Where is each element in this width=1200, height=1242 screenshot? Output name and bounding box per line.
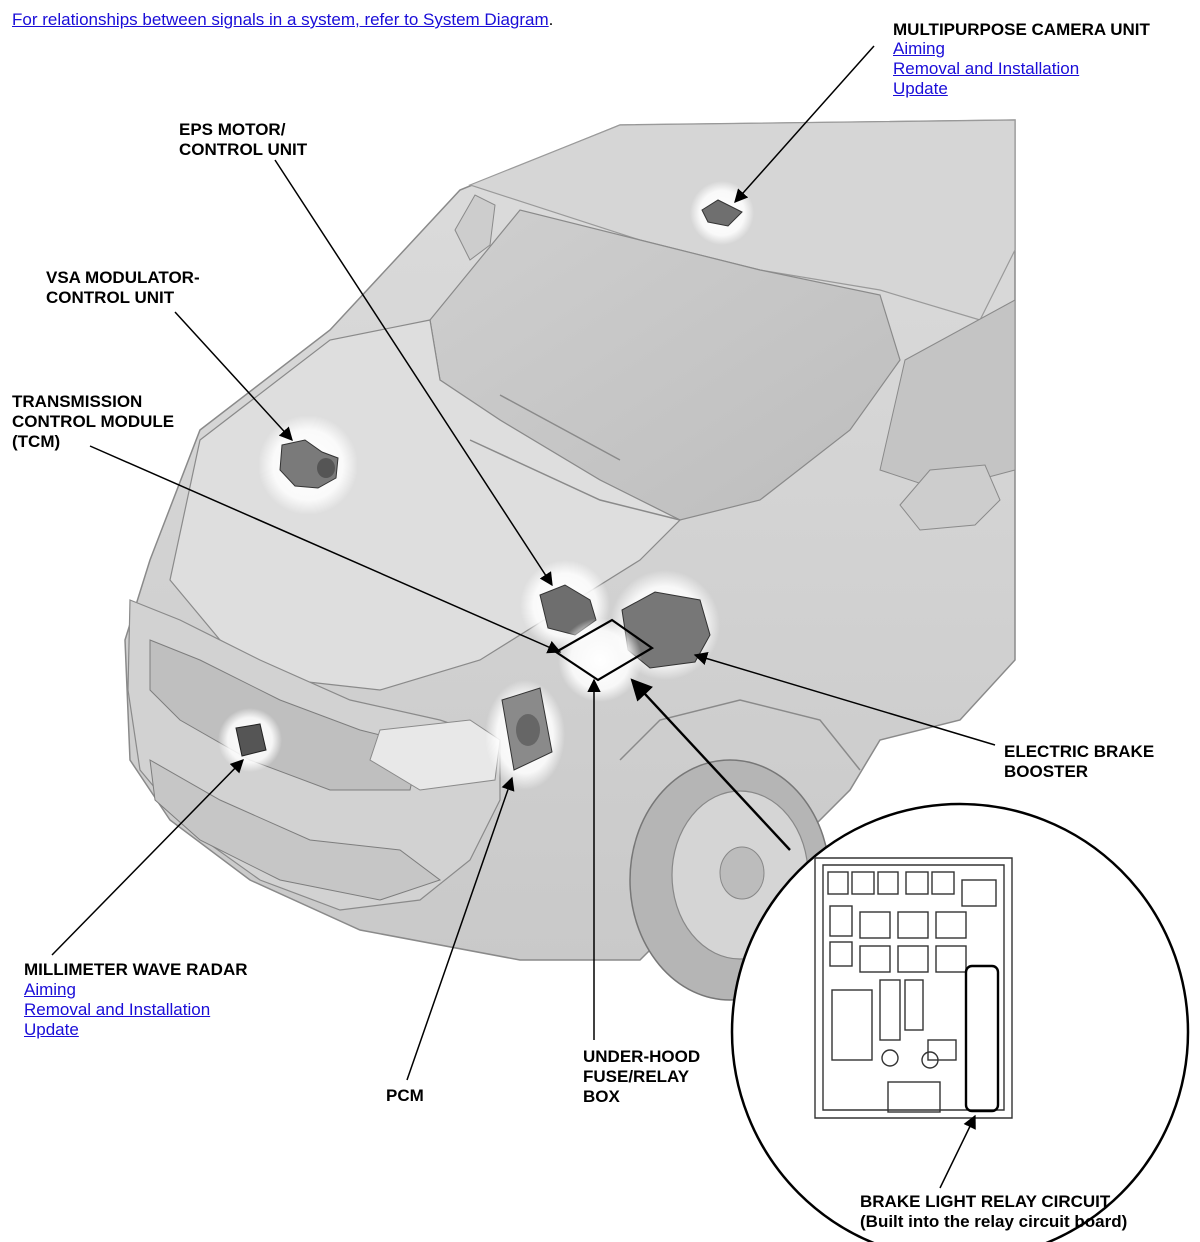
leader-inset [630,678,791,851]
radar-update-link[interactable]: Update [24,1020,79,1039]
leader-radar [51,759,244,956]
fuse-box-inset [730,802,1190,1242]
fuse-box-schematic [814,857,1013,1119]
brake-light-relay-label-line2: (Built into the relay circuit board) [860,1212,1128,1231]
eps-motor-label-line2: CONTROL UNIT [179,140,308,159]
vsa-modulator-label-line1: VSA MODULATOR- [46,268,200,287]
radar-aiming-link[interactable]: Aiming [24,980,76,999]
vehicle-wheel-arch [619,699,861,771]
millimeter-wave-radar-links: Aiming Removal and Installation Update [24,980,210,1040]
electric-brake-booster-label: ELECTRIC BRAKE BOOSTER [1004,742,1154,782]
tcm-label-line2: CONTROL MODULE [12,412,175,431]
system-diagram-note-period: . [548,10,554,29]
under-hood-fuse-box-label-line3: BOX [583,1087,620,1106]
leader-camera [734,45,875,204]
vehicle-headlight [369,719,501,791]
vehicle-wiper [469,439,681,521]
under-hood-fuse-box-label-line2: FUSE/RELAY [583,1067,690,1086]
system-diagram-link[interactable]: For relationships between signals in a s… [12,10,549,29]
vehicle-grille [149,639,421,791]
multipurpose-camera-label: MULTIPURPOSE CAMERA UNIT [893,20,1150,39]
vehicle-mirror-left [454,194,496,261]
brake-light-relay-label: BRAKE LIGHT RELAY CIRCUIT (Built into th… [860,1192,1127,1232]
multipurpose-camera-links: Aiming Removal and Installation Update [893,39,1079,99]
radar-removal-installation-link[interactable]: Removal and Installation [24,1000,211,1019]
vsa-modulator-part [258,415,358,515]
electric-brake-booster-label-line1: ELECTRIC BRAKE [1004,742,1155,761]
vehicle-lower-grille [149,759,442,901]
highlighted-components [218,181,754,790]
leader-vsa [174,311,293,441]
camera-aiming-link[interactable]: Aiming [893,39,945,58]
vsa-modulator-label-line2: CONTROL UNIT [46,288,175,307]
under-hood-fuse-box-label-line1: UNDER-HOOD [583,1047,701,1066]
tcm-label: TRANSMISSION CONTROL MODULE (TCM) [12,392,174,452]
millimeter-wave-radar-part [218,708,282,772]
under-hood-fuse-box-part [553,618,655,702]
eps-motor-label-line1: EPS MOTOR/ [179,120,286,139]
electric-brake-booster-label-line2: BOOSTER [1004,762,1089,781]
tcm-label-line3: (TCM) [12,432,61,451]
pcm-label: PCM [386,1086,424,1105]
millimeter-wave-radar-label: MILLIMETER WAVE RADAR [24,960,248,979]
leader-booster [693,652,996,746]
tcm-label-line1: TRANSMISSION [12,392,143,411]
eps-motor-label: EPS MOTOR/ CONTROL UNIT [179,120,307,160]
pcm-part [485,680,565,790]
under-hood-fuse-box-label: UNDER-HOOD FUSE/RELAY BOX [583,1047,700,1107]
vsa-modulator-label: VSA MODULATOR- CONTROL UNIT [46,268,200,308]
system-diagram-note: For relationships between signals in a s… [12,10,553,30]
camera-update-link[interactable]: Update [893,79,948,98]
camera-removal-installation-link[interactable]: Removal and Installation [893,59,1080,78]
leader-tcm [89,445,562,654]
vehicle-wiper [499,394,621,461]
leader-lines [51,45,996,1189]
leader-brake-light-relay [939,1114,976,1189]
vehicle-mirror-right [899,464,1001,531]
leader-pcm [406,776,515,1081]
leader-eps [274,159,553,587]
brake-light-relay-label-line1: BRAKE LIGHT RELAY CIRCUIT [860,1192,1111,1211]
